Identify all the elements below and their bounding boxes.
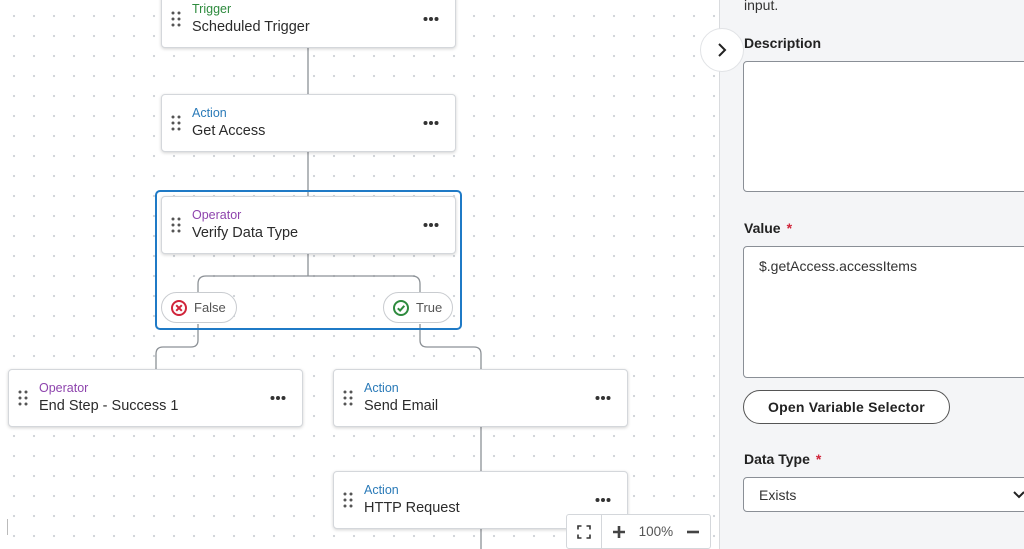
- fit-screen-button[interactable]: [567, 515, 602, 548]
- data-type-select[interactable]: Exists: [743, 477, 1024, 512]
- canvas-scroll-marker: [0, 519, 8, 535]
- selected-node-frame: [155, 190, 462, 330]
- more-options-icon[interactable]: [423, 118, 439, 128]
- false-x-icon: [171, 299, 187, 316]
- node-type-label: Action: [364, 483, 399, 497]
- branch-true-label: True: [416, 300, 443, 315]
- branch-true[interactable]: True: [383, 292, 454, 323]
- drag-handle-icon[interactable]: [171, 217, 181, 233]
- drag-handle-icon[interactable]: [171, 11, 181, 27]
- chevron-right-icon: [718, 43, 727, 57]
- node-type-label: Action: [364, 381, 399, 395]
- panel-hint-text: input.: [744, 0, 779, 13]
- node-name: Scheduled Trigger: [192, 19, 310, 35]
- drag-handle-icon[interactable]: [343, 492, 353, 508]
- zoom-out-icon: [686, 530, 699, 533]
- more-options-icon[interactable]: [423, 220, 439, 230]
- more-options-icon[interactable]: [423, 14, 439, 24]
- node-name: Send Email: [364, 398, 439, 414]
- zoom-in-icon: [613, 525, 626, 538]
- data-type-selected: Exists: [759, 486, 797, 503]
- node-name: Get Access: [192, 123, 266, 139]
- description-label: Description: [744, 35, 821, 51]
- fit-screen-icon: [577, 524, 591, 539]
- connector-lines: [155, 48, 482, 549]
- node-name: HTTP Request: [364, 500, 460, 516]
- node-name: End Step - Success 1: [39, 398, 179, 414]
- zoom-out-button[interactable]: [675, 515, 710, 548]
- node-type-label: Action: [192, 106, 227, 120]
- node-end-step-success[interactable]: Operator End Step - Success 1: [8, 369, 303, 427]
- data-type-label-text: Data Type: [744, 451, 810, 467]
- zoom-in-button[interactable]: [602, 515, 637, 548]
- node-type-label: Trigger: [192, 2, 232, 16]
- node-scheduled-trigger[interactable]: Trigger Scheduled Trigger: [161, 0, 456, 48]
- description-field[interactable]: [743, 61, 1024, 192]
- node-verify-data-type[interactable]: Operator Verify Data Type: [161, 196, 456, 254]
- node-type-label: Operator: [39, 381, 89, 395]
- chevron-down-icon: [1013, 491, 1024, 499]
- node-name: Verify Data Type: [192, 225, 299, 241]
- required-marker: *: [786, 220, 793, 236]
- value-field-text: $.getAccess.accessItems: [759, 258, 917, 274]
- drag-handle-icon[interactable]: [171, 115, 181, 131]
- value-label-text: Value: [744, 220, 781, 236]
- description-label-text: Description: [744, 35, 822, 51]
- required-marker: *: [815, 451, 822, 467]
- node-get-access[interactable]: Action Get Access: [161, 94, 456, 152]
- branch-false-label: False: [194, 300, 226, 315]
- open-variable-selector-button[interactable]: Open Variable Selector: [743, 390, 950, 424]
- branch-false[interactable]: False: [161, 292, 237, 323]
- zoom-level: 100%: [638, 524, 674, 539]
- drag-handle-icon[interactable]: [18, 390, 28, 406]
- node-type-label: Operator: [192, 208, 242, 222]
- zoom-controls: 100%: [566, 514, 711, 549]
- more-options-icon[interactable]: [595, 393, 611, 403]
- data-type-label: Data Type *: [744, 451, 821, 467]
- more-options-icon[interactable]: [270, 393, 286, 403]
- value-field[interactable]: $.getAccess.accessItems: [743, 246, 1024, 378]
- flow-canvas[interactable]: Trigger Scheduled Trigger Action Get Acc…: [0, 0, 719, 549]
- collapse-panel-button[interactable]: [700, 28, 744, 72]
- more-options-icon[interactable]: [595, 495, 611, 505]
- true-check-icon: [393, 299, 409, 316]
- drag-handle-icon[interactable]: [343, 390, 353, 406]
- value-label: Value *: [744, 220, 792, 236]
- node-send-email[interactable]: Action Send Email: [333, 369, 628, 427]
